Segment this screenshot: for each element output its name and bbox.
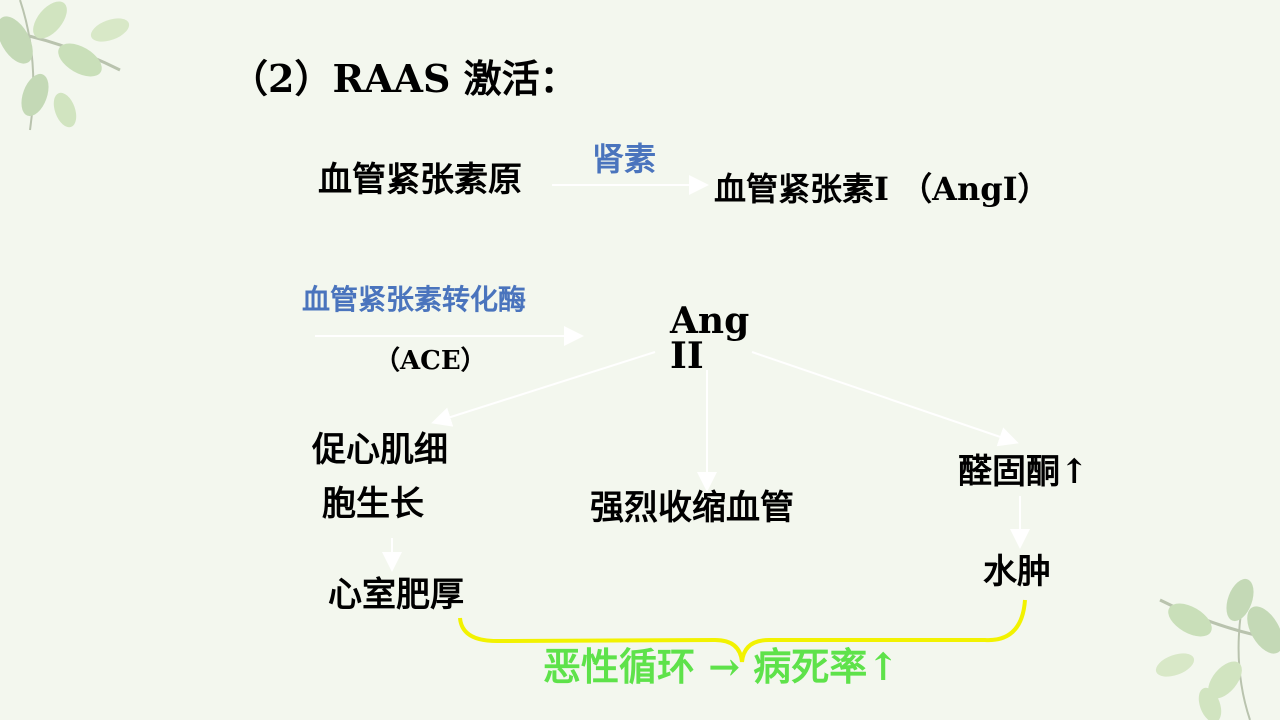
edema-node: 水肿 <box>983 552 1051 592</box>
aldosterone-node: 醛固酮↑ <box>958 452 1089 492</box>
ang-ii-line2: II <box>670 335 704 377</box>
vicious-cycle-label: 恶性循环 → 病死率↑ <box>543 644 900 689</box>
ang-ii-line1: Ang <box>670 300 750 342</box>
ace-name-label: 血管紧张素转化酶 <box>302 283 527 316</box>
myocyte-growth-line1: 促心肌细 <box>312 430 448 470</box>
arrow-to-aldosterone <box>751 351 1019 447</box>
curly-brace <box>458 599 1027 663</box>
slide-title: （2）RAAS 激活： <box>230 56 578 101</box>
arrow-to-myocyte <box>431 351 656 427</box>
leaf-branch-top-left-icon <box>0 0 130 131</box>
leaf-branch-bottom-right-icon <box>1155 578 1280 720</box>
renin-label: 肾素 <box>592 140 657 178</box>
angiotensinogen-node: 血管紧张素原 <box>318 160 522 200</box>
ang-i-node: 血管紧张素I （AngI） <box>714 170 1050 208</box>
ventricular-hypertrophy-node: 心室肥厚 <box>328 575 464 615</box>
ace-abbr-label: （ACE） <box>374 346 487 376</box>
vasoconstriction-node: 强烈收缩血管 <box>590 488 794 528</box>
myocyte-growth-line2: 胞生长 <box>322 484 424 524</box>
